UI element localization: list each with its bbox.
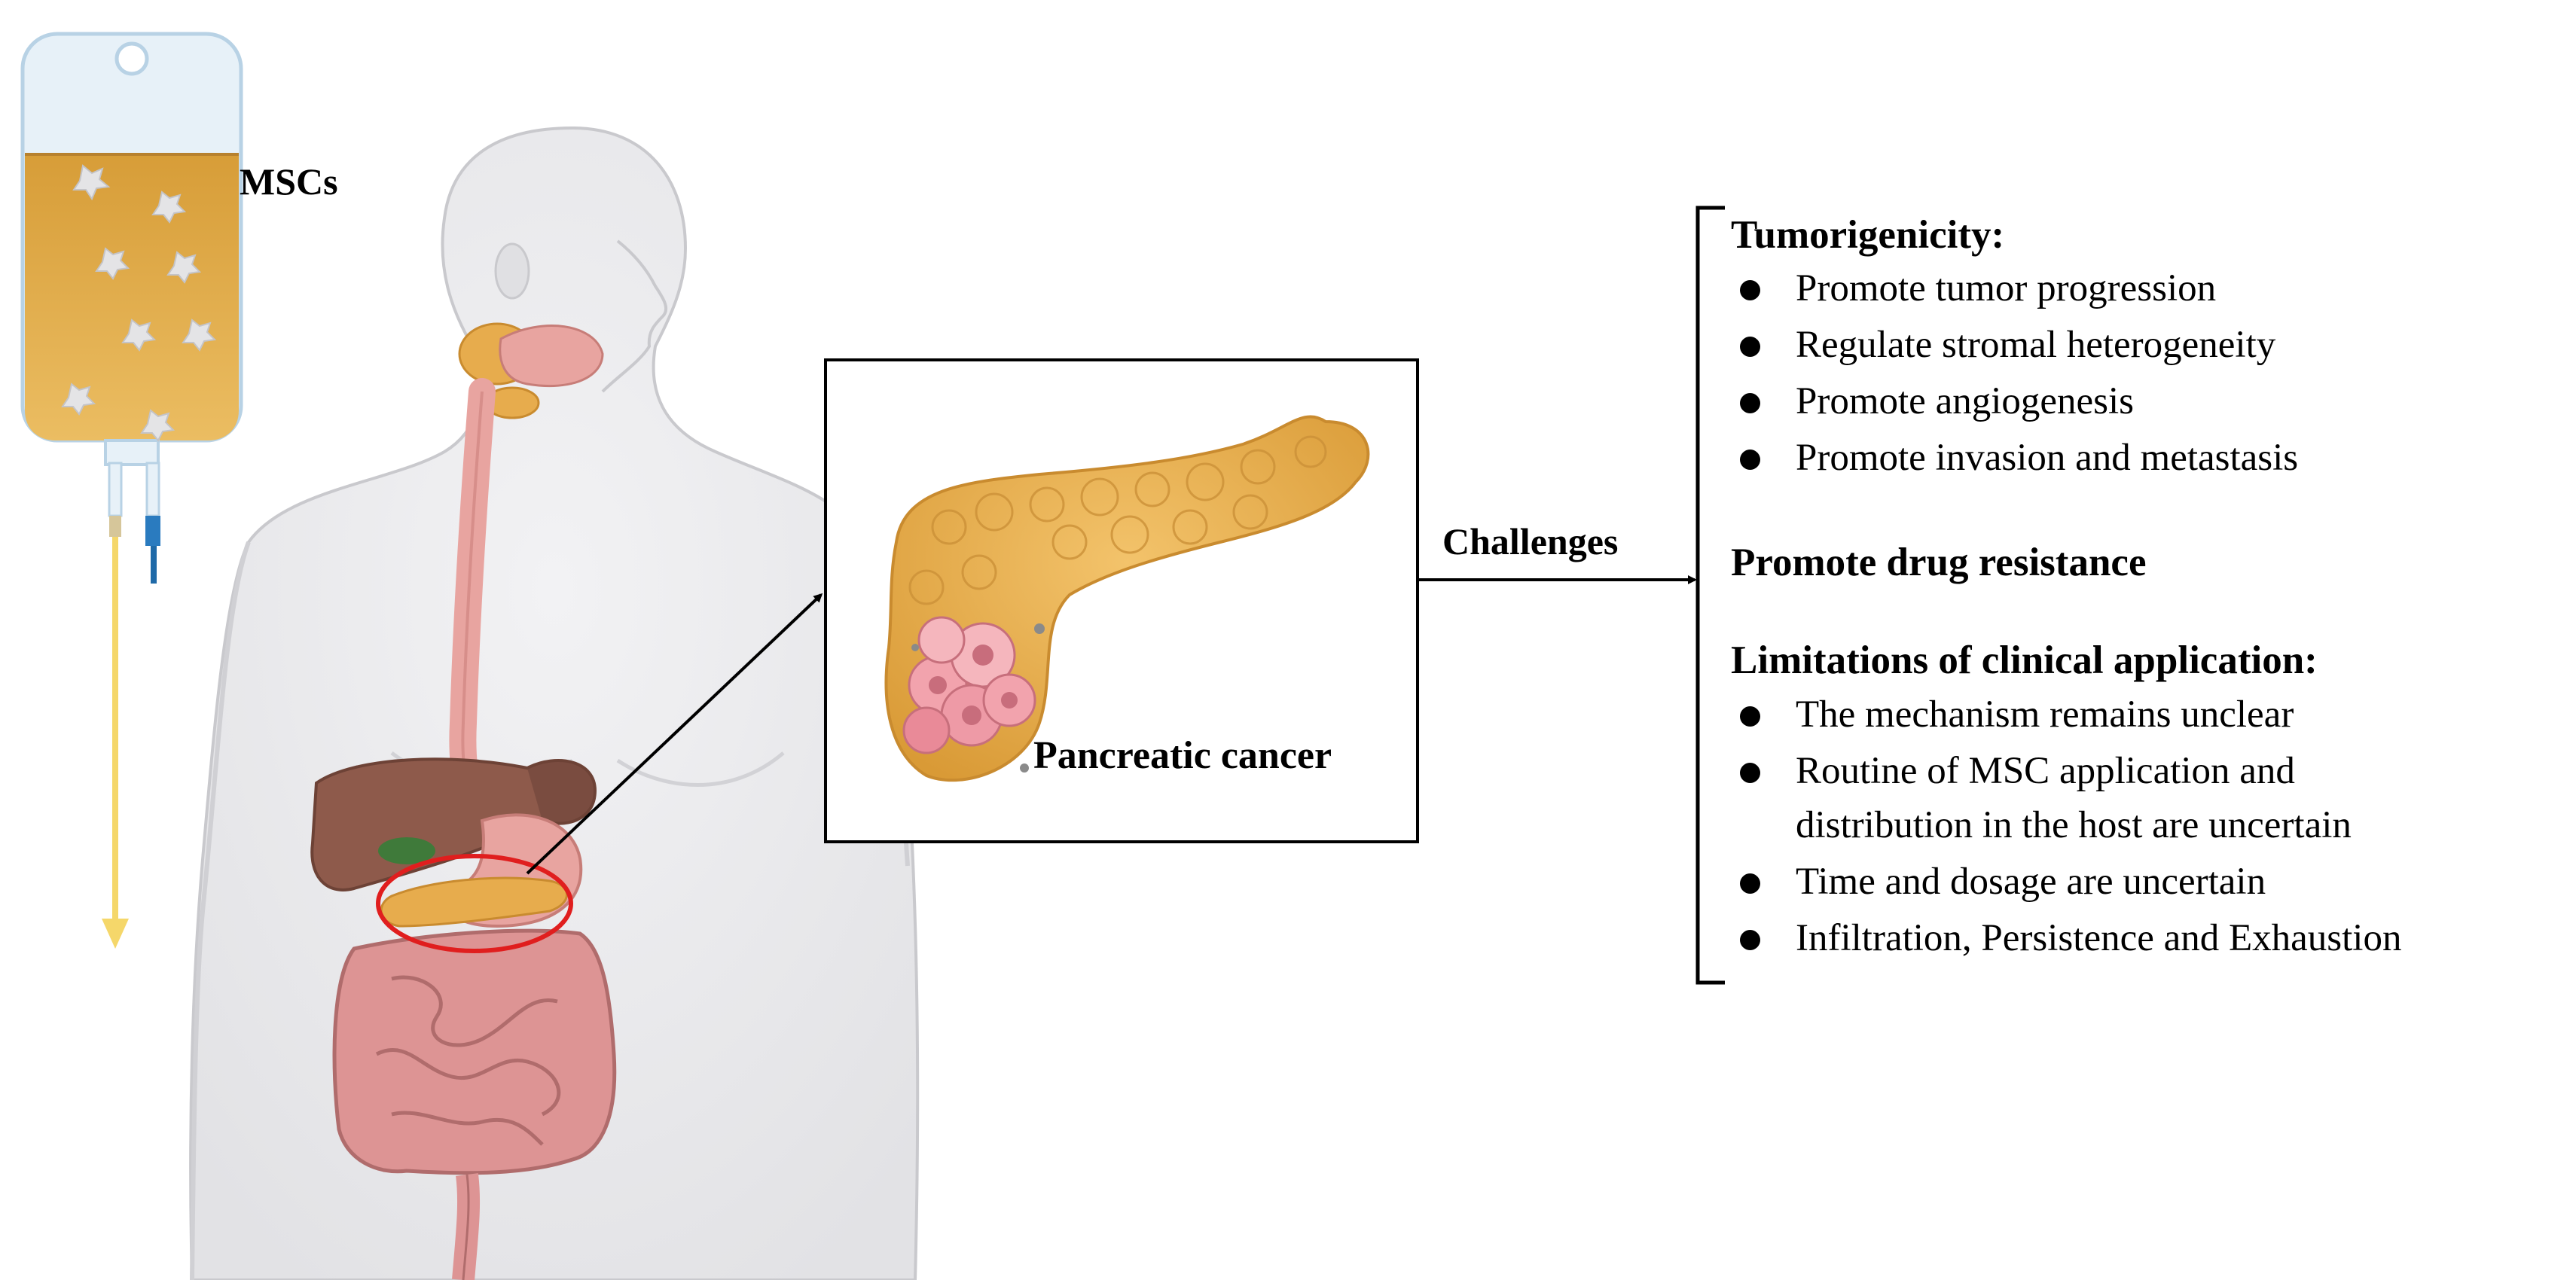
msc-cells xyxy=(61,164,217,442)
bullet-icon xyxy=(1740,393,1760,413)
pancreas-in-body xyxy=(380,876,568,928)
drug-resistance-heading: Promote drug resistance xyxy=(1731,541,2147,584)
challenges-panel: Tumorigenicity: Promote tumor progressio… xyxy=(1731,213,2402,959)
bullet-icon xyxy=(1740,450,1760,470)
bullet-icon xyxy=(1740,873,1760,894)
bullet-icon xyxy=(1740,280,1760,300)
highlight-ring xyxy=(376,854,573,953)
gallbladder xyxy=(378,837,435,864)
limitations-heading: Limitations of clinical application: xyxy=(1731,638,2318,682)
tumorigenicity-heading: Tumorigenicity: xyxy=(1731,213,2005,257)
tumor-cluster xyxy=(902,616,1045,773)
mscs-label: MSCs xyxy=(240,160,338,203)
bullet-icon xyxy=(1740,930,1760,950)
bullet-icon xyxy=(1740,706,1760,727)
arrow-to-pancreas-box xyxy=(526,593,823,875)
challenges-bracket xyxy=(1695,206,1725,985)
intestines xyxy=(332,928,617,1280)
bullet-icon xyxy=(1740,763,1760,783)
pancreas-illustration xyxy=(884,415,1370,782)
bullet-icon xyxy=(1740,337,1760,357)
pancreatic-cancer-label: Pancreatic cancer xyxy=(1033,734,1332,777)
challenges-label: Challenges xyxy=(1442,520,1619,562)
